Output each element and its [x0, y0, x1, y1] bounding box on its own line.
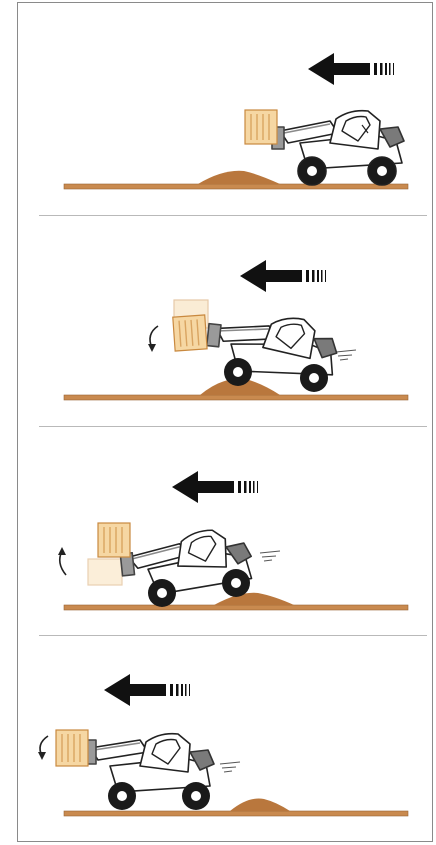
hay-bale: [98, 523, 130, 557]
ground-with-mound: [64, 171, 408, 189]
rotation-arrow-icon: [38, 736, 48, 760]
panel-4: [18, 636, 434, 841]
motion-arrow-left: [308, 53, 394, 85]
panel-1-illustration: [18, 3, 434, 215]
panel-2: [18, 216, 434, 426]
hay-bale: [173, 315, 207, 351]
hay-bale: [56, 730, 88, 766]
motion-arrow-left: [104, 674, 190, 706]
rotation-arrow-icon: [148, 326, 158, 352]
motion-arrow-left: [172, 471, 258, 503]
panel-3: [18, 427, 434, 635]
rotation-arrow-icon: [58, 547, 66, 575]
panel-3-illustration: [18, 427, 434, 635]
panel-1: [18, 3, 434, 215]
panel-4-illustration: [18, 636, 434, 841]
panel-2-illustration: [18, 216, 434, 426]
telehandler: [272, 111, 404, 185]
figure-frame: [17, 2, 433, 842]
speed-lines: [220, 762, 240, 772]
hay-bale: [245, 110, 277, 144]
speed-lines: [260, 551, 280, 561]
motion-arrow-left: [240, 260, 326, 292]
speed-lines: [336, 350, 356, 360]
hay-bale-ghost: [88, 559, 122, 585]
